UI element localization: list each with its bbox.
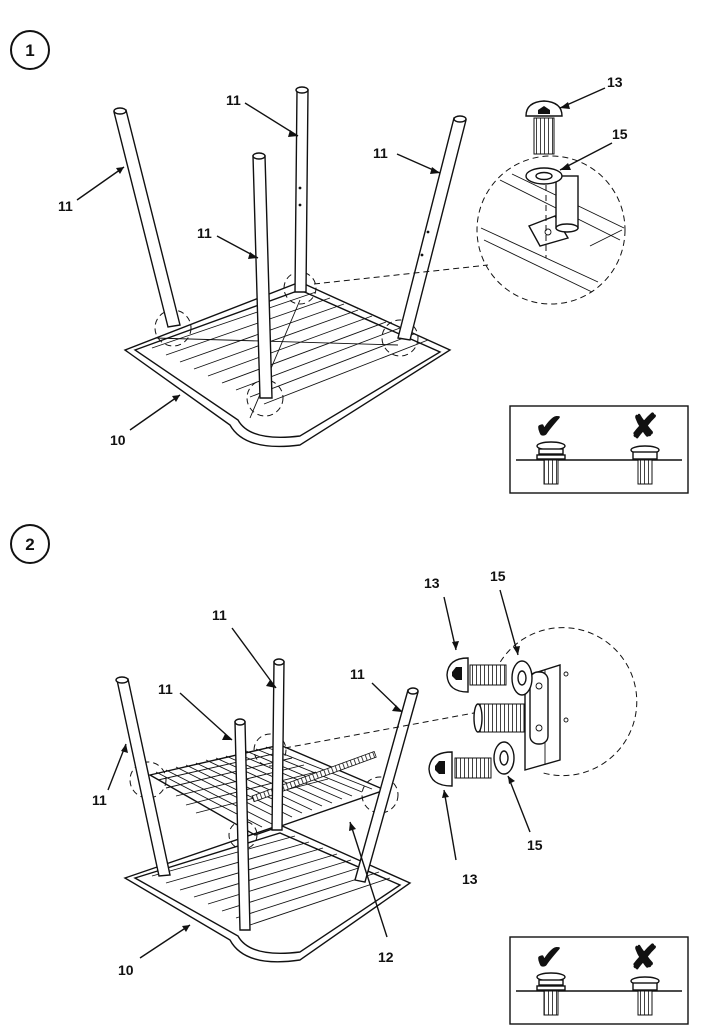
leg-2-left xyxy=(115,676,171,877)
bolt-icon xyxy=(525,100,563,155)
label-shelf: 12 xyxy=(378,949,394,965)
bolt-correct-icon-2 xyxy=(536,972,566,1016)
bolt-bottom-icon xyxy=(428,751,492,787)
leg-back-left xyxy=(113,107,181,328)
step-2: 2 xyxy=(10,524,689,1025)
label-washer-bottom: 15 xyxy=(527,837,543,853)
label-bolt-top: 13 xyxy=(424,575,440,591)
label-washer: 15 xyxy=(612,126,628,142)
label-bolt: 13 xyxy=(607,74,623,90)
table-frame-2 xyxy=(123,824,412,963)
label-leg-back-mid: 11 xyxy=(226,92,241,108)
label-2-frame: 10 xyxy=(118,962,134,978)
label-washer-top: 15 xyxy=(490,568,506,584)
leg-2-front xyxy=(234,718,251,931)
step-1-badge: 1 xyxy=(10,30,50,70)
label-2-leg-left: 11 xyxy=(92,792,107,808)
correct-check-icon-2: ✔ xyxy=(535,939,564,977)
label-leg-front-mid: 11 xyxy=(197,225,212,241)
label-bolt-bottom: 13 xyxy=(462,871,478,887)
bolt-wrong-icon xyxy=(630,445,660,485)
washer-check-panel-1: ✔ ✘ xyxy=(509,405,689,494)
step-2-number: 2 xyxy=(25,535,34,554)
step-2-badge: 2 xyxy=(10,524,50,564)
step-1-detail-view xyxy=(476,155,626,305)
bolt-top-icon xyxy=(446,657,507,693)
leg-back-mid xyxy=(294,86,309,293)
step-1: 1 xyxy=(10,30,689,494)
bolt-wrong-icon-2 xyxy=(630,976,660,1016)
washer-top-icon xyxy=(511,660,533,696)
label-leg-right: 11 xyxy=(373,145,388,161)
step-1-number: 1 xyxy=(25,41,34,60)
bushing-icon xyxy=(473,703,525,733)
bolt-correct-icon xyxy=(536,441,566,485)
correct-check-icon: ✔ xyxy=(535,408,564,446)
shelf-grid xyxy=(129,733,399,850)
leg-front-mid xyxy=(252,152,273,399)
label-frame: 10 xyxy=(110,432,126,448)
washer-bottom-icon xyxy=(493,741,515,775)
washer-check-panel-2: ✔ ✘ xyxy=(509,936,689,1025)
label-2-leg-right: 11 xyxy=(350,666,365,682)
step-2-detail-view xyxy=(473,627,638,777)
wrong-cross-icon: ✘ xyxy=(630,408,659,446)
leg-2-right xyxy=(354,687,419,883)
leg-right xyxy=(397,115,467,341)
washer-icon xyxy=(525,167,563,185)
label-2-leg-back: 11 xyxy=(212,607,227,623)
label-2-leg-front: 11 xyxy=(158,681,173,697)
label-leg-back-left: 11 xyxy=(58,198,73,214)
leg-2-back xyxy=(271,658,285,831)
wrong-cross-icon-2: ✘ xyxy=(630,939,659,977)
